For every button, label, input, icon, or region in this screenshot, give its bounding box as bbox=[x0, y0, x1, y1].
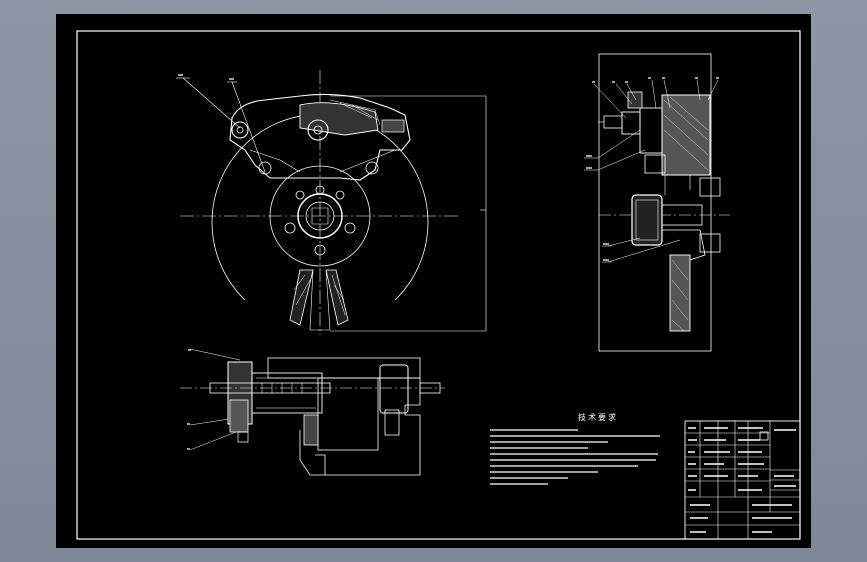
bottom-view bbox=[180, 348, 445, 476]
technical-requirements: 技术要求 bbox=[488, 412, 688, 490]
title-block bbox=[684, 420, 801, 540]
drawing-sheet: 技术要求 bbox=[56, 14, 811, 548]
balloon-marks bbox=[178, 74, 719, 450]
inner-frame bbox=[76, 30, 801, 540]
side-section-view bbox=[584, 53, 730, 352]
tech-requirements-title: 技术要求 bbox=[578, 413, 618, 422]
tech-requirements-notes bbox=[490, 429, 660, 485]
front-view bbox=[176, 70, 487, 335]
cad-drawing bbox=[76, 30, 801, 540]
